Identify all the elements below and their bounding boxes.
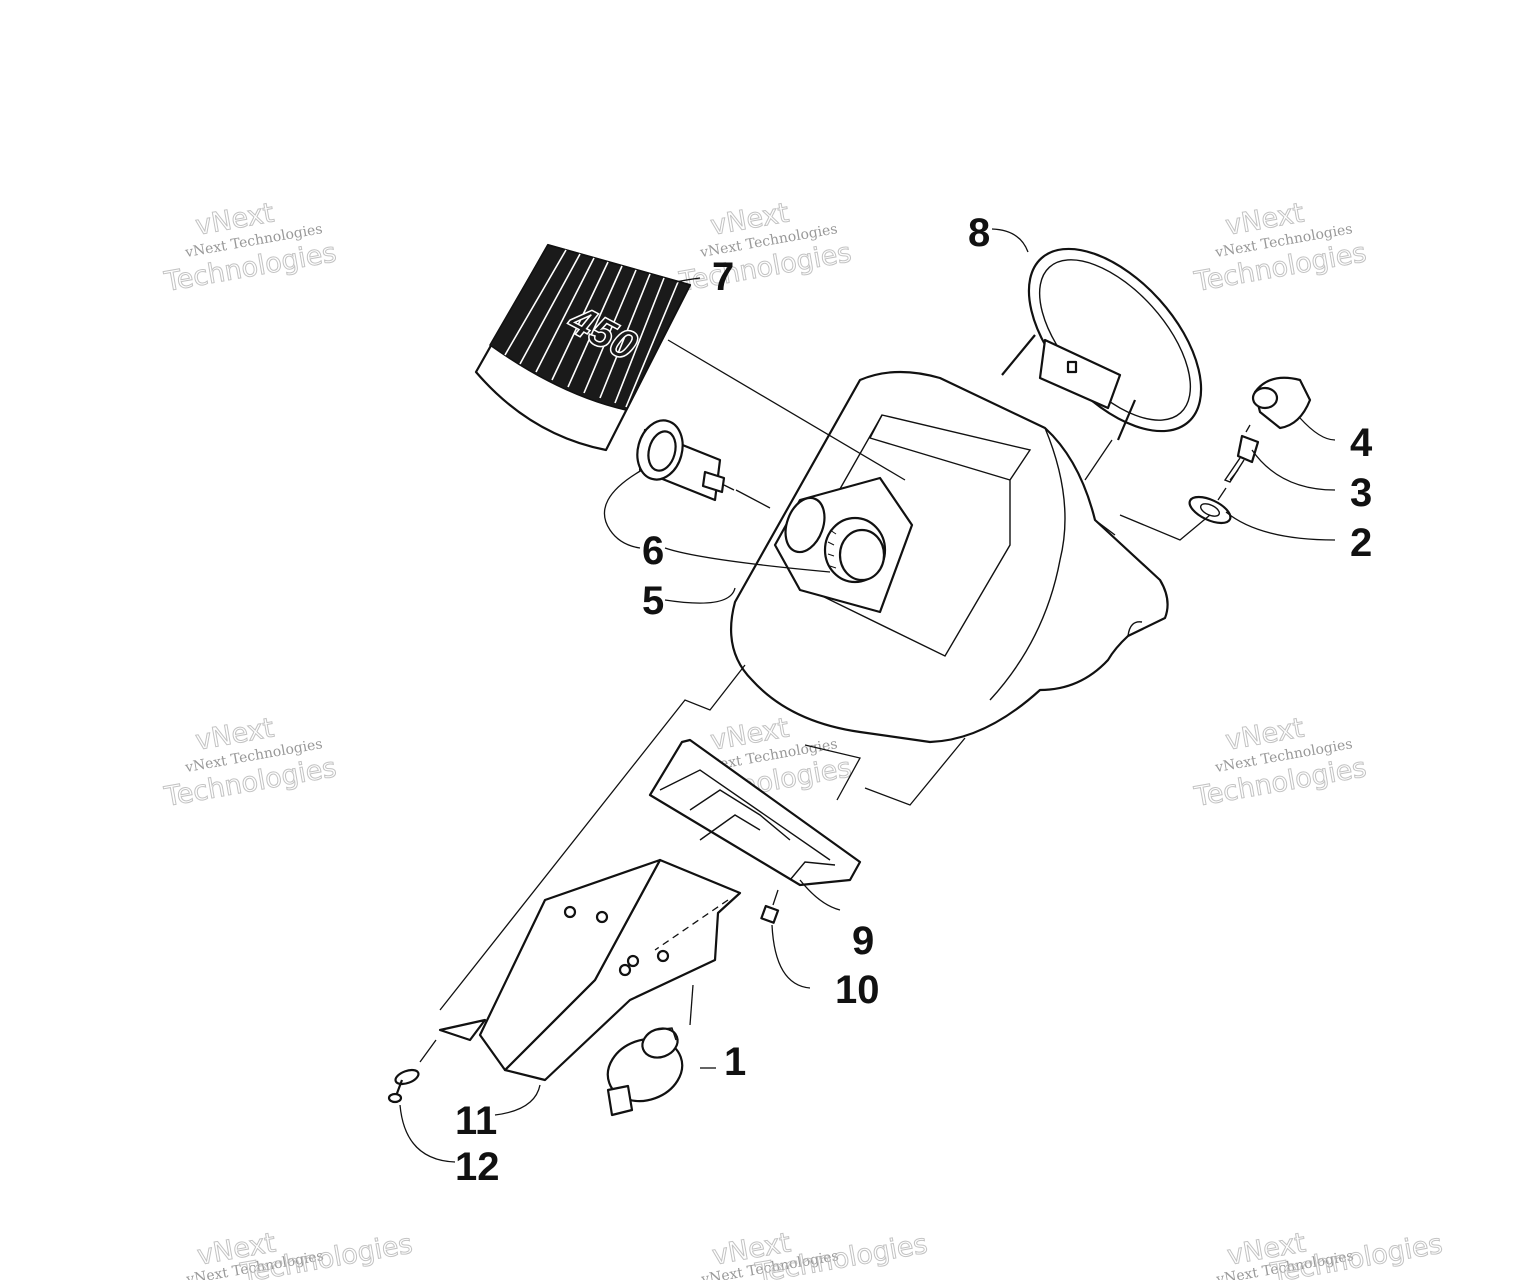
- watermark-bottom-center: vNext vNext Technologies Technologies: [699, 1227, 930, 1280]
- part-11-bracket: [438, 858, 742, 1082]
- callout-4: 4: [1350, 421, 1373, 465]
- callout-3: 3: [1350, 471, 1372, 515]
- watermark-mid-right: vNext vNext Technologies Technologies: [1191, 712, 1369, 814]
- part-4-key-cap: [1251, 376, 1312, 430]
- watermark-top-right: vNext vNext Technologies Technologies: [1191, 197, 1369, 299]
- part-10-spacer: [760, 904, 780, 924]
- callout-11: 11: [455, 1099, 497, 1143]
- watermark-top-center: vNext vNext Technologies Technologies: [676, 197, 854, 299]
- part-6-power-outlet: [636, 419, 735, 502]
- part-12-rivet: [387, 1068, 420, 1104]
- part-9-bezel-frame: [648, 738, 862, 887]
- callout-12: 12: [455, 1145, 500, 1189]
- callout-2: 2: [1350, 521, 1372, 565]
- watermark-bottom-left: vNext vNext Technologies Technologies: [184, 1227, 415, 1280]
- callout-8: 8: [968, 211, 990, 255]
- watermark-mid-left: vNext vNext Technologies Technologies: [161, 712, 339, 814]
- part-1-switch: [606, 1027, 684, 1117]
- callout-9: 9: [852, 919, 874, 963]
- callout-labels: 1 2 3 4 5 6 7 8 9 10 11 12: [455, 211, 1373, 1189]
- callout-7: 7: [712, 255, 734, 299]
- callout-leaders: [399, 228, 1336, 1163]
- callout-5: 5: [642, 579, 664, 623]
- watermark-bottom-right: vNext vNext Technologies Technologies: [1214, 1227, 1445, 1280]
- part-2-bezel: [1188, 495, 1232, 525]
- assembly-lines: [419, 339, 1251, 1063]
- callout-1: 1: [724, 1040, 746, 1084]
- part-3-key: [1223, 434, 1260, 483]
- socket-nut: [823, 516, 887, 584]
- part-7-decal: 450: [474, 243, 692, 452]
- part-5-instrument-housing: [729, 370, 1169, 744]
- callout-6: 6: [642, 529, 664, 573]
- watermark-top-left: vNext vNext Technologies Technologies: [161, 197, 339, 299]
- callout-10: 10: [835, 968, 880, 1012]
- part-8-gauge-cluster: [1001, 247, 1203, 441]
